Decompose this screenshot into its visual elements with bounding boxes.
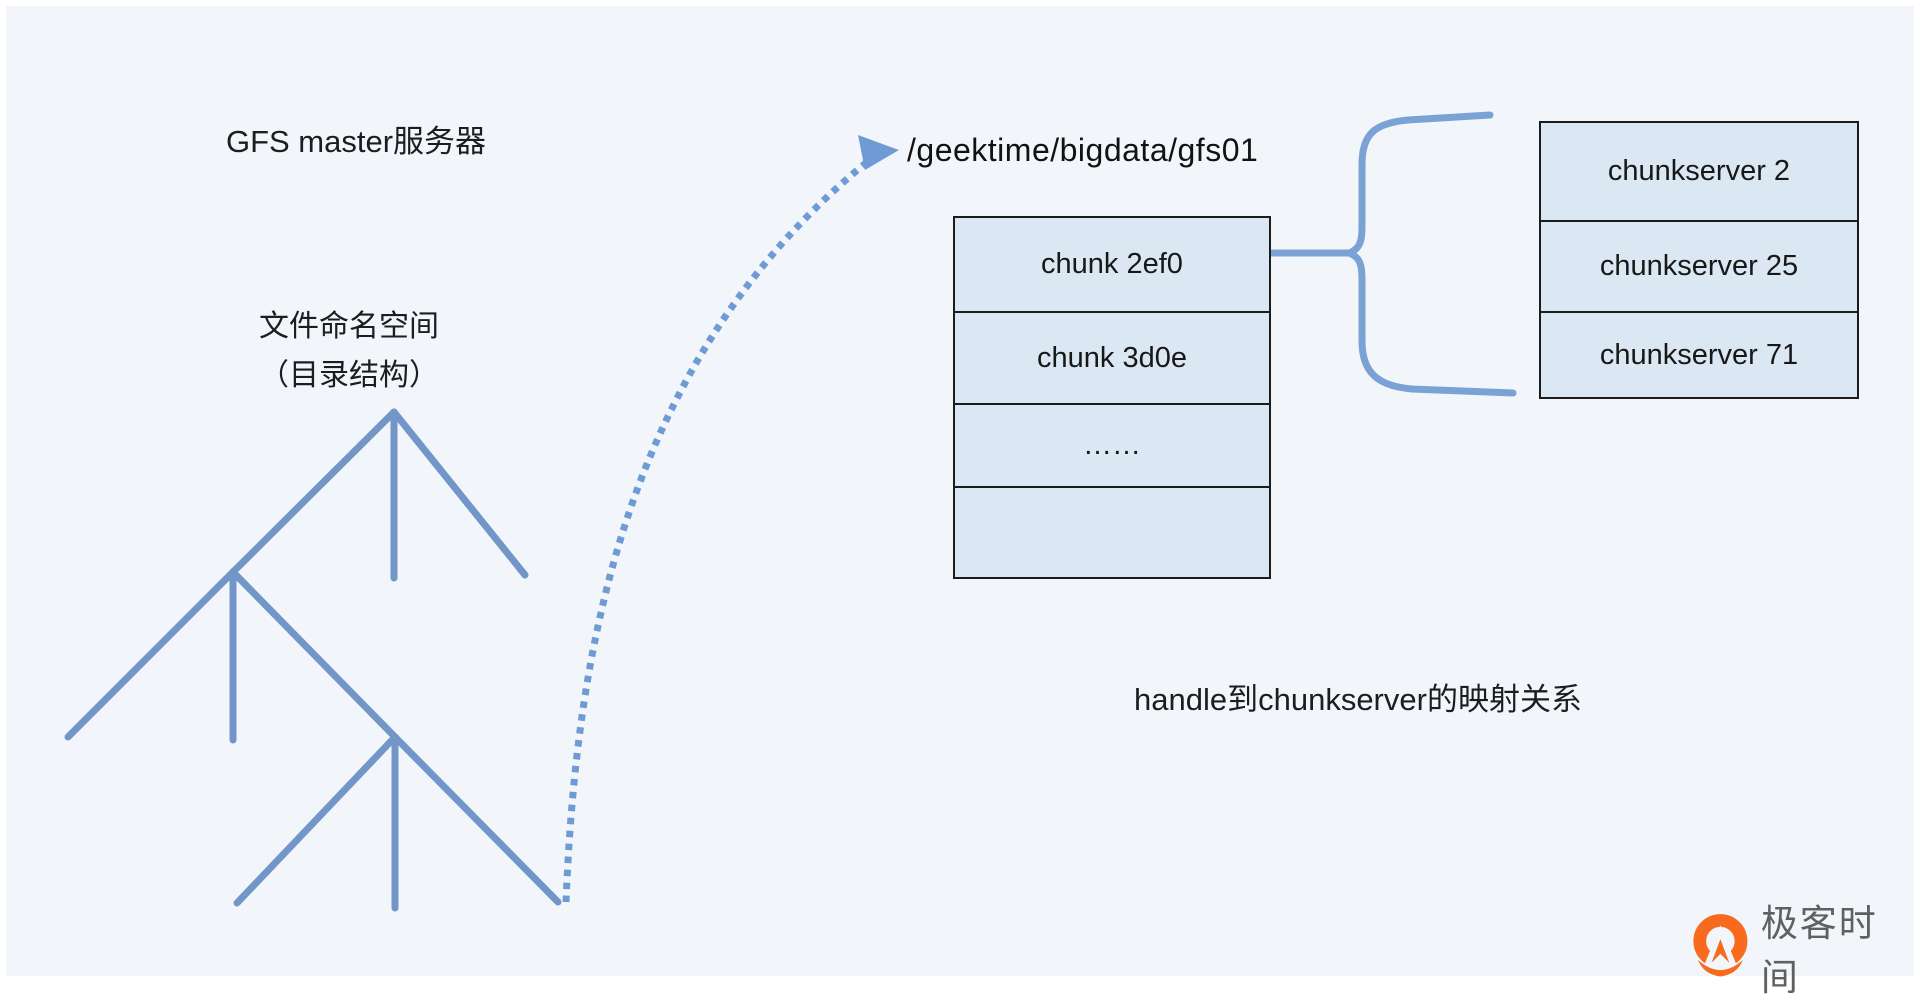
tree-edge [229, 568, 399, 741]
master-title: GFS master服务器 [225, 124, 487, 159]
namespace-label-line2: （目录结构） [259, 359, 439, 392]
namespace-to-path-arrow [562, 135, 899, 903]
chunk-table: chunk 2ef0 chunk 3d0e …… [953, 216, 1271, 579]
file-path-label: /geektime/bigdata/gfs01 [907, 132, 1259, 168]
brace-lower-arm [1345, 249, 1517, 397]
geektime-logo-icon [1693, 914, 1748, 977]
dotted-curve [562, 155, 875, 903]
namespace-label: 文件命名空间 （目录结构） [194, 302, 504, 400]
logo-arrow [1711, 939, 1730, 963]
tree-edge [233, 733, 399, 907]
chunk-row-empty [955, 486, 1269, 577]
logo-tail [1697, 959, 1743, 977]
namespace-label-line1: 文件命名空间 [259, 310, 439, 343]
geektime-logo-text: 极客时间 [1760, 903, 1878, 998]
arrowhead-icon [858, 135, 899, 170]
chunkserver-row: chunkserver 25 [1541, 220, 1857, 311]
directory-tree [64, 408, 562, 912]
chunk-to-chunkservers-brace [1263, 111, 1517, 397]
chunk-row-ellipsis: …… [955, 403, 1269, 486]
tree-edge [391, 733, 562, 906]
chunkserver-row: chunkserver 2 [1607, 155, 1791, 187]
tree-edge [229, 408, 398, 576]
mapping-caption: handle到chunkserver的映射关系 [1134, 682, 1582, 717]
chunkserver-table: chunkserver 2 chunkserver 25 chunkserver… [1539, 121, 1859, 399]
chunk-row: chunk 3d0e [955, 311, 1269, 403]
chunkserver-row: chunkserver 71 [1541, 311, 1857, 397]
tree-edge [64, 568, 237, 741]
tree-edge [390, 408, 529, 579]
chunk-row: chunk 2ef0 [1041, 248, 1183, 280]
geektime-logo: 极客时间 [1688, 903, 1914, 998]
brace-upper-arm [1345, 111, 1494, 257]
